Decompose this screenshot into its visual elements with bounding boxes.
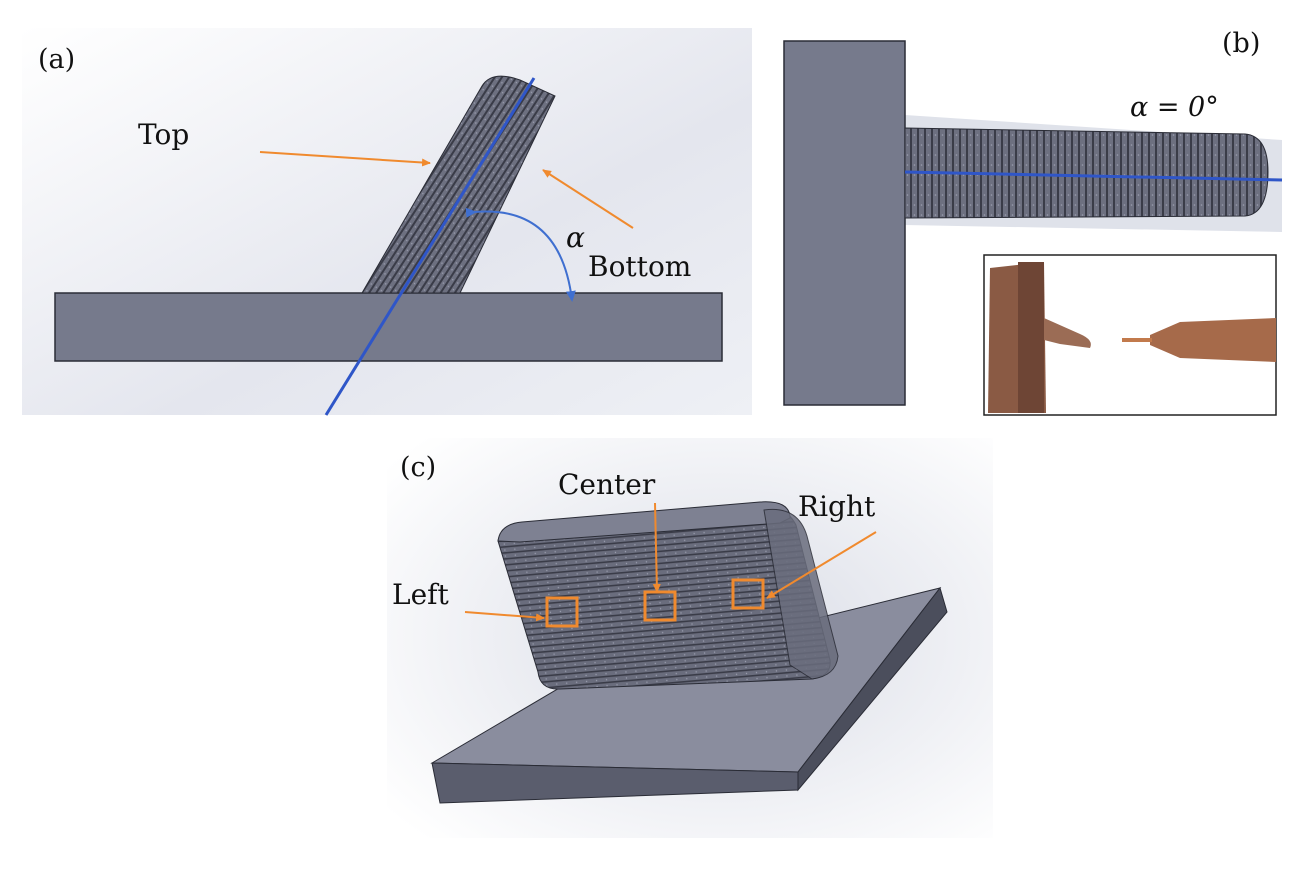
panel-a-axis-line xyxy=(324,77,536,416)
panel-b-horizontal-wall xyxy=(904,127,1269,219)
panel-c-right-arrow xyxy=(766,531,877,599)
panel-b-substrate-plate xyxy=(783,40,906,406)
panel-b: (b) α = 0° xyxy=(783,28,1283,416)
panel-b-photo-inset xyxy=(983,254,1277,416)
panel-a-inclined-wall xyxy=(361,75,556,294)
panel-a-label: (a) xyxy=(38,44,75,75)
panel-a-top-label: Top xyxy=(138,118,189,151)
panel-c-left-square xyxy=(545,596,579,628)
panel-c-center-arrow xyxy=(652,502,661,593)
panel-c-center-label: Center xyxy=(558,468,656,501)
panel-a-bottom-arrow xyxy=(542,169,634,229)
panel-a-bottom-label: Bottom xyxy=(588,250,691,283)
panel-a-angle-label: α xyxy=(566,221,585,254)
panel-b-axis-line xyxy=(904,170,1283,182)
panel-c-left-arrow xyxy=(464,611,545,622)
panel-c-right-label: Right xyxy=(798,490,876,523)
panel-c: (c) Left Center Right xyxy=(387,438,993,838)
panel-a-top-arrow xyxy=(259,151,431,167)
panel-b-angle-label: α = 0° xyxy=(1130,92,1219,123)
panel-c-plate-side xyxy=(797,586,948,792)
panel-c-label: (c) xyxy=(400,452,436,483)
panel-b-label: (b) xyxy=(1222,28,1260,59)
panel-c-right-square xyxy=(731,578,765,610)
panel-c-wall-end xyxy=(763,508,839,680)
panel-a-angle-arc xyxy=(465,207,576,302)
panel-c-left-label: Left xyxy=(392,578,450,611)
panel-a: (a) Top Bottom α xyxy=(22,28,752,416)
panel-a-substrate-plate xyxy=(54,292,723,362)
